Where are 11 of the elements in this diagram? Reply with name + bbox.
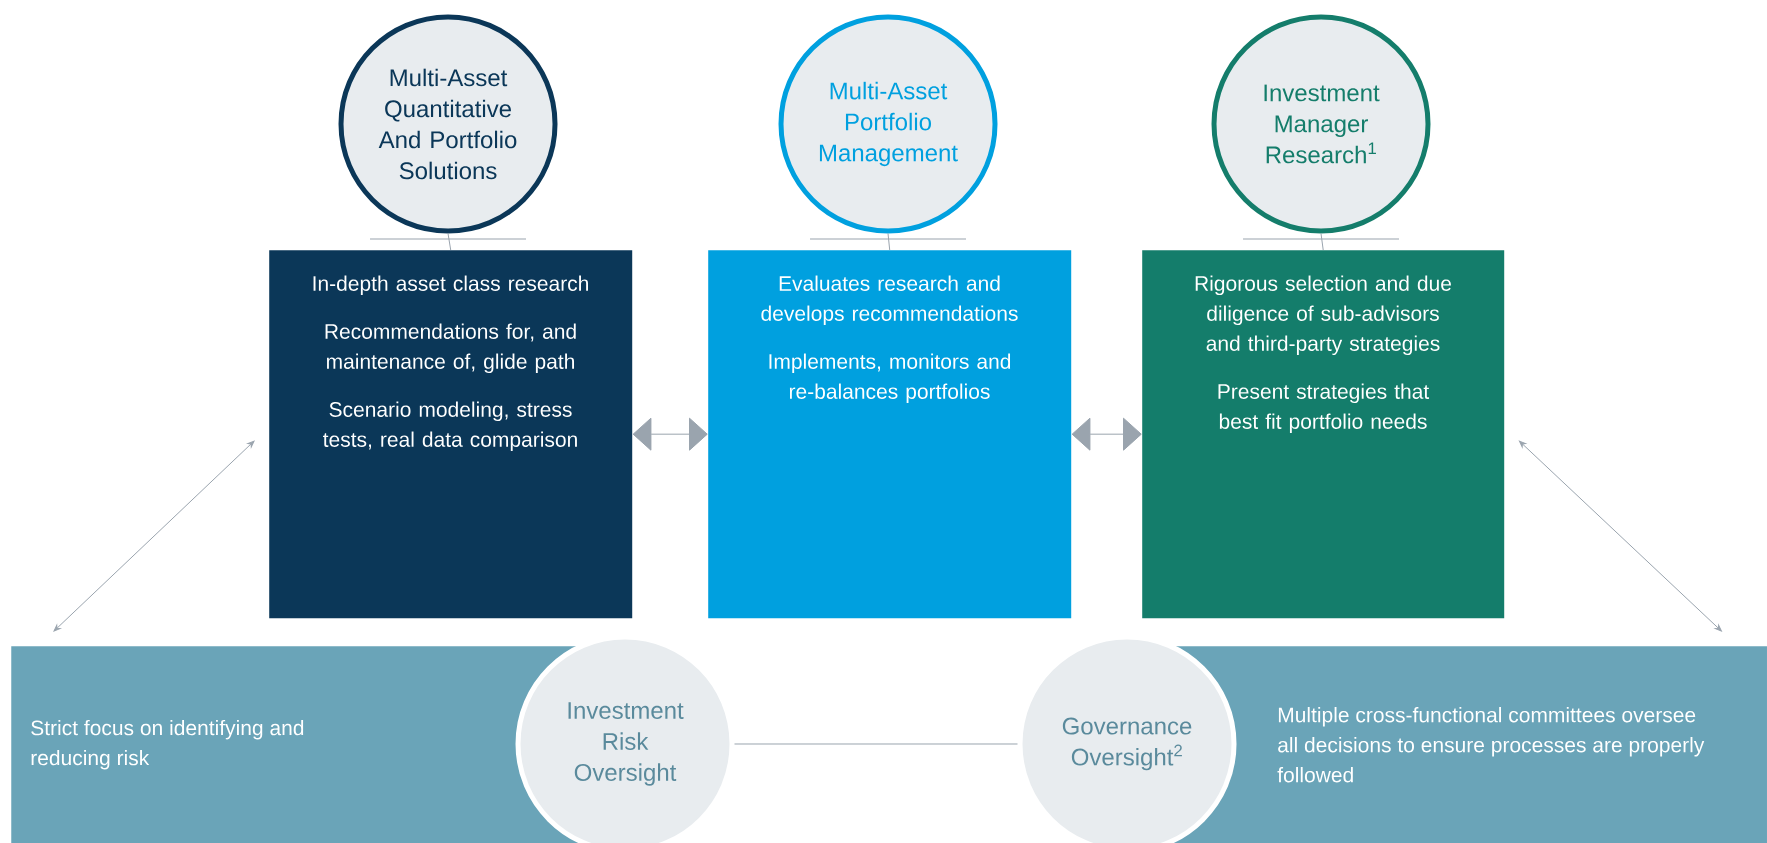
connector-line: [734, 743, 1018, 745]
double-arrow: [632, 417, 708, 451]
text-box: Rigorous selection and due diligence of sub-advisors and third-party strategies Present strategies that best fit portfolio needs: [1142, 250, 1505, 619]
connector-line: [447, 233, 452, 251]
text-box: In-depth asset class research Recommendations for, and maintenance of, glide path Scenario modeling, stress tests, real data comparison: [269, 250, 633, 619]
double-arrow: [1071, 417, 1142, 451]
connector-line: [1320, 233, 1324, 251]
text-box: Evaluates research and develops recommendations Implements, monitors and re-balances portfolios: [708, 250, 1072, 619]
double-arrow: [53, 440, 255, 632]
double-arrow: [1518, 440, 1722, 632]
connector-line: [887, 233, 891, 251]
